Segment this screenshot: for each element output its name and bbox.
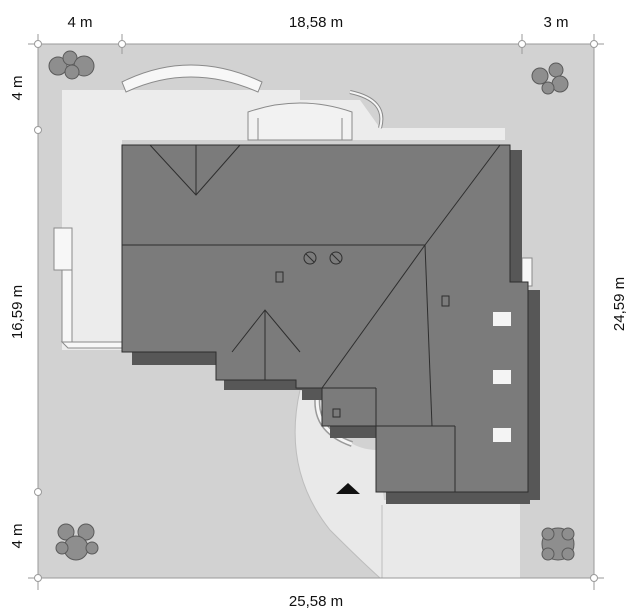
dimension-top-right: 3 m: [543, 14, 568, 31]
dimension-left-middle: 16,59 m: [9, 285, 26, 339]
porch-arch: [247, 102, 353, 141]
dimension-top-left: 4 m: [67, 14, 92, 31]
roof: [121, 144, 529, 493]
chimney-icon: [275, 251, 450, 418]
dimension-ticks: [34, 40, 598, 582]
dimension-right: 24,59 m: [611, 277, 628, 331]
tree-icon: [531, 62, 569, 95]
dimension-left-bottom: 4 m: [9, 523, 26, 548]
dimension-top-middle: 18,58 m: [289, 14, 343, 31]
terrace-area: [62, 90, 505, 350]
tree-icon: [541, 527, 575, 561]
tree-icon: [48, 50, 95, 80]
tree-icon: [55, 523, 99, 561]
skylight-icon: [493, 312, 511, 442]
driveway: [295, 390, 520, 578]
left-railing: [53, 227, 123, 349]
dimension-left-top: 4 m: [9, 75, 26, 100]
dimension-bottom: 25,58 m: [289, 593, 343, 610]
entrance-triangle-icon: [336, 483, 360, 494]
roof-ridges: [122, 144, 501, 492]
curved-terrace: [121, 64, 263, 93]
